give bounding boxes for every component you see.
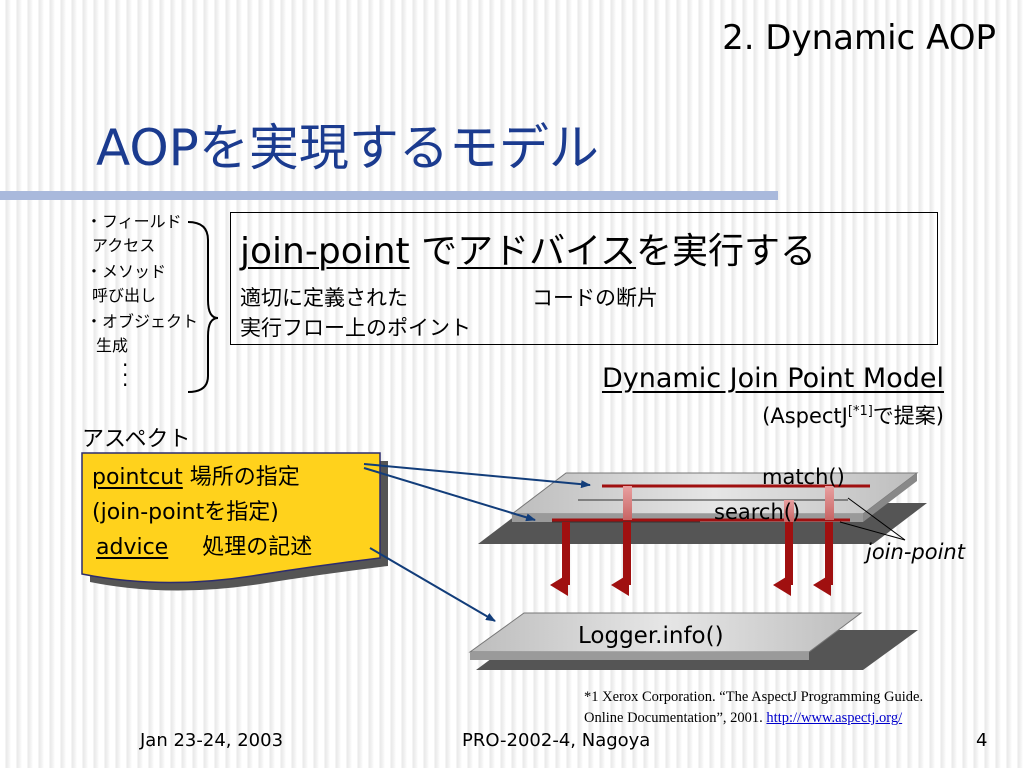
aspect-content: pointcut 場所の指定 (join-pointを指定) advice 処理の… bbox=[92, 460, 312, 565]
vertical-ellipsis: ··· bbox=[122, 353, 129, 397]
model-origin-pre: (AspectJ bbox=[762, 404, 848, 428]
advice-arrow bbox=[369, 547, 496, 622]
definition-advice-meaning: コードの断片 bbox=[532, 286, 658, 310]
pointcut-desc: 場所の指定 bbox=[182, 465, 300, 490]
definition-rest: を実行する bbox=[636, 231, 817, 272]
aspect-label: アスペクト bbox=[82, 427, 191, 452]
footnote: *1 Xerox Corporation. “The AspectJ Progr… bbox=[584, 687, 923, 729]
brace bbox=[187, 221, 219, 393]
pointcut-arrow-2 bbox=[363, 467, 536, 522]
join-point-term: join-point bbox=[240, 231, 410, 272]
footer-date: Jan 23-24, 2003 bbox=[140, 730, 284, 751]
model-origin-post: で提案) bbox=[872, 404, 944, 428]
advice-line: advice 処理の記述 bbox=[92, 530, 312, 565]
logger-plate bbox=[468, 612, 918, 670]
footnote-ref: [*1] bbox=[847, 404, 873, 419]
logger-label: Logger.info() bbox=[578, 623, 724, 649]
model-name: Dynamic Join Point Model bbox=[601, 363, 944, 394]
jp-kind-field: ・フィールド bbox=[86, 212, 182, 231]
jp-kind-object-creation: 生成 bbox=[96, 336, 129, 355]
footnote-line2: Online Documentation”, 2001. http://www.… bbox=[584, 708, 923, 729]
pointcut-line: pointcut 場所の指定 bbox=[92, 460, 312, 495]
definition-headline: join-point でアドバイスを実行する bbox=[240, 222, 816, 274]
join-point-label: join-point bbox=[866, 540, 965, 564]
jp-kind-method-call: 呼び出し bbox=[92, 286, 157, 305]
definition-join-point-meaning: 実行フロー上のポイント bbox=[240, 316, 471, 340]
advice-term: アドバイス bbox=[457, 231, 637, 272]
execution-plate bbox=[478, 472, 927, 544]
page-number: 4 bbox=[976, 730, 988, 751]
definition-advice-qualifier: 適切に定義された bbox=[240, 286, 408, 310]
pointcut-note: (join-pointを指定) bbox=[92, 500, 279, 525]
pointcut-arrow-1 bbox=[363, 463, 591, 489]
stem-4-upper bbox=[825, 486, 834, 520]
definition-de: で bbox=[409, 231, 458, 272]
jp-pointer-1 bbox=[847, 497, 906, 541]
aspectj-link[interactable]: http://www.aspectj.org/ bbox=[766, 710, 903, 726]
match-call-label: match() bbox=[762, 465, 845, 489]
search-call-label: search() bbox=[714, 500, 801, 524]
footer-conference: PRO-2002-4, Nagoya bbox=[462, 730, 651, 751]
jp-pointer-2 bbox=[839, 521, 906, 541]
stem-3-upper bbox=[784, 500, 794, 522]
stem-1-upper bbox=[623, 486, 632, 520]
jp-kind-object: ・オブジェクト bbox=[86, 312, 199, 331]
pointcut-term: pointcut bbox=[92, 465, 183, 490]
aspect-document bbox=[81, 452, 381, 584]
model-origin: (AspectJ[*1]で提案) bbox=[762, 400, 944, 430]
footnote-line2-text: Online Documentation”, 2001. bbox=[584, 710, 767, 726]
advice-desc: 処理の記述 bbox=[202, 535, 313, 560]
title-underline-bar bbox=[0, 191, 778, 200]
definition-box bbox=[230, 212, 938, 345]
jp-kind-field-access: アクセス bbox=[92, 236, 156, 255]
footnote-line1: *1 Xerox Corporation. “The AspectJ Progr… bbox=[584, 689, 924, 705]
jp-kind-method: ・メソッド bbox=[86, 262, 167, 281]
advice-keyword: advice bbox=[96, 535, 169, 560]
section-heading: 2. Dynamic AOP bbox=[722, 18, 996, 58]
slide-title: AOPを実現するモデル bbox=[96, 119, 599, 177]
